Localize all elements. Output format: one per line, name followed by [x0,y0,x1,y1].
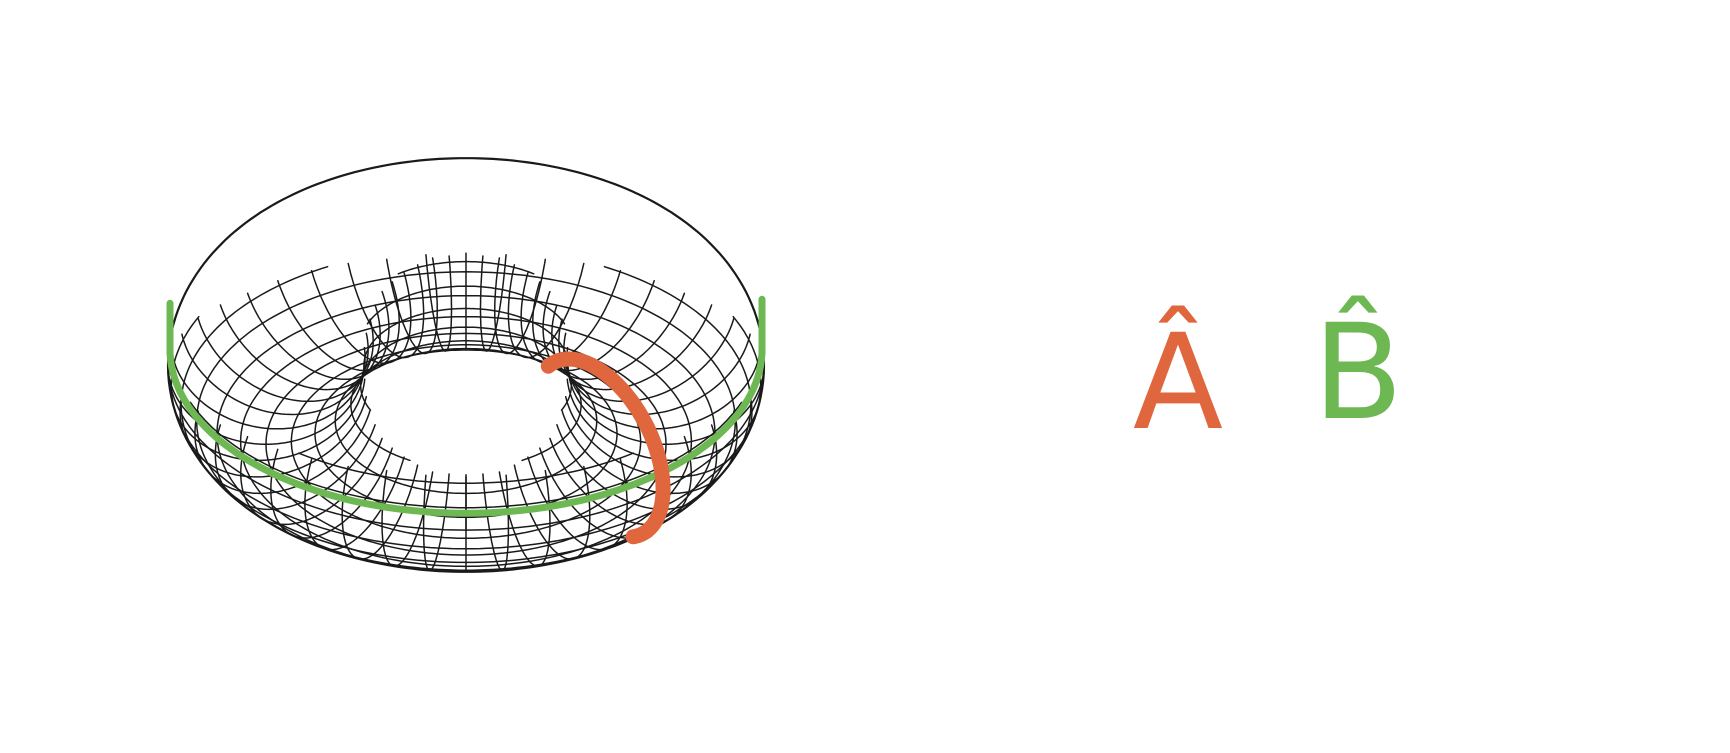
operator-b-label: B̂ [1313,296,1404,450]
loops [166,295,766,545]
operator-a-label: Â [1133,305,1223,460]
torus-meridian-line [551,304,713,391]
torus-meridian-line [214,424,376,511]
torus-meridian-line [505,474,510,530]
torus-meridian-line [583,465,591,516]
torus-parallel-line [560,384,573,411]
torus-meridian-line [341,465,349,516]
torus-parallel-line [603,265,752,406]
torus-wireframe [166,157,766,573]
torus-parallel-line [265,332,667,556]
torus-parallel-line [189,401,743,509]
torus-parallel-line [180,265,752,564]
torus-meridian-line [482,473,510,572]
torus-parallel-line [167,360,765,531]
torus-meridian-line [240,437,383,526]
torus-parallel-line [363,307,569,368]
torus-meridian-line [556,424,718,511]
torus-meridian-line [422,473,450,572]
torus-meridian-line [425,253,453,352]
torus-meridian-line [493,257,547,355]
torus-meridian-line [422,474,427,530]
torus-meridian-line [542,290,686,381]
torus-meridian-line [385,257,439,355]
torus-meridian-line [219,304,381,391]
torus-parallel-line [521,403,582,462]
torus-meridian-line [170,346,366,430]
torus-parallel-line [297,452,635,484]
loop-a-path [540,351,671,545]
torus-parallel-line [397,260,535,275]
torus-parallel-line [366,285,566,325]
torus-meridian-line [381,469,388,525]
torus-meridian-line [549,437,692,526]
torus-meridian-line [479,253,507,352]
torus-meridian-line [246,290,390,381]
torus-meridian-line [544,469,551,525]
loop-b-path [166,295,766,517]
torus-meridian-line [270,447,393,539]
torus-meridian-line [197,318,374,403]
torus-parallel-line [334,347,598,495]
